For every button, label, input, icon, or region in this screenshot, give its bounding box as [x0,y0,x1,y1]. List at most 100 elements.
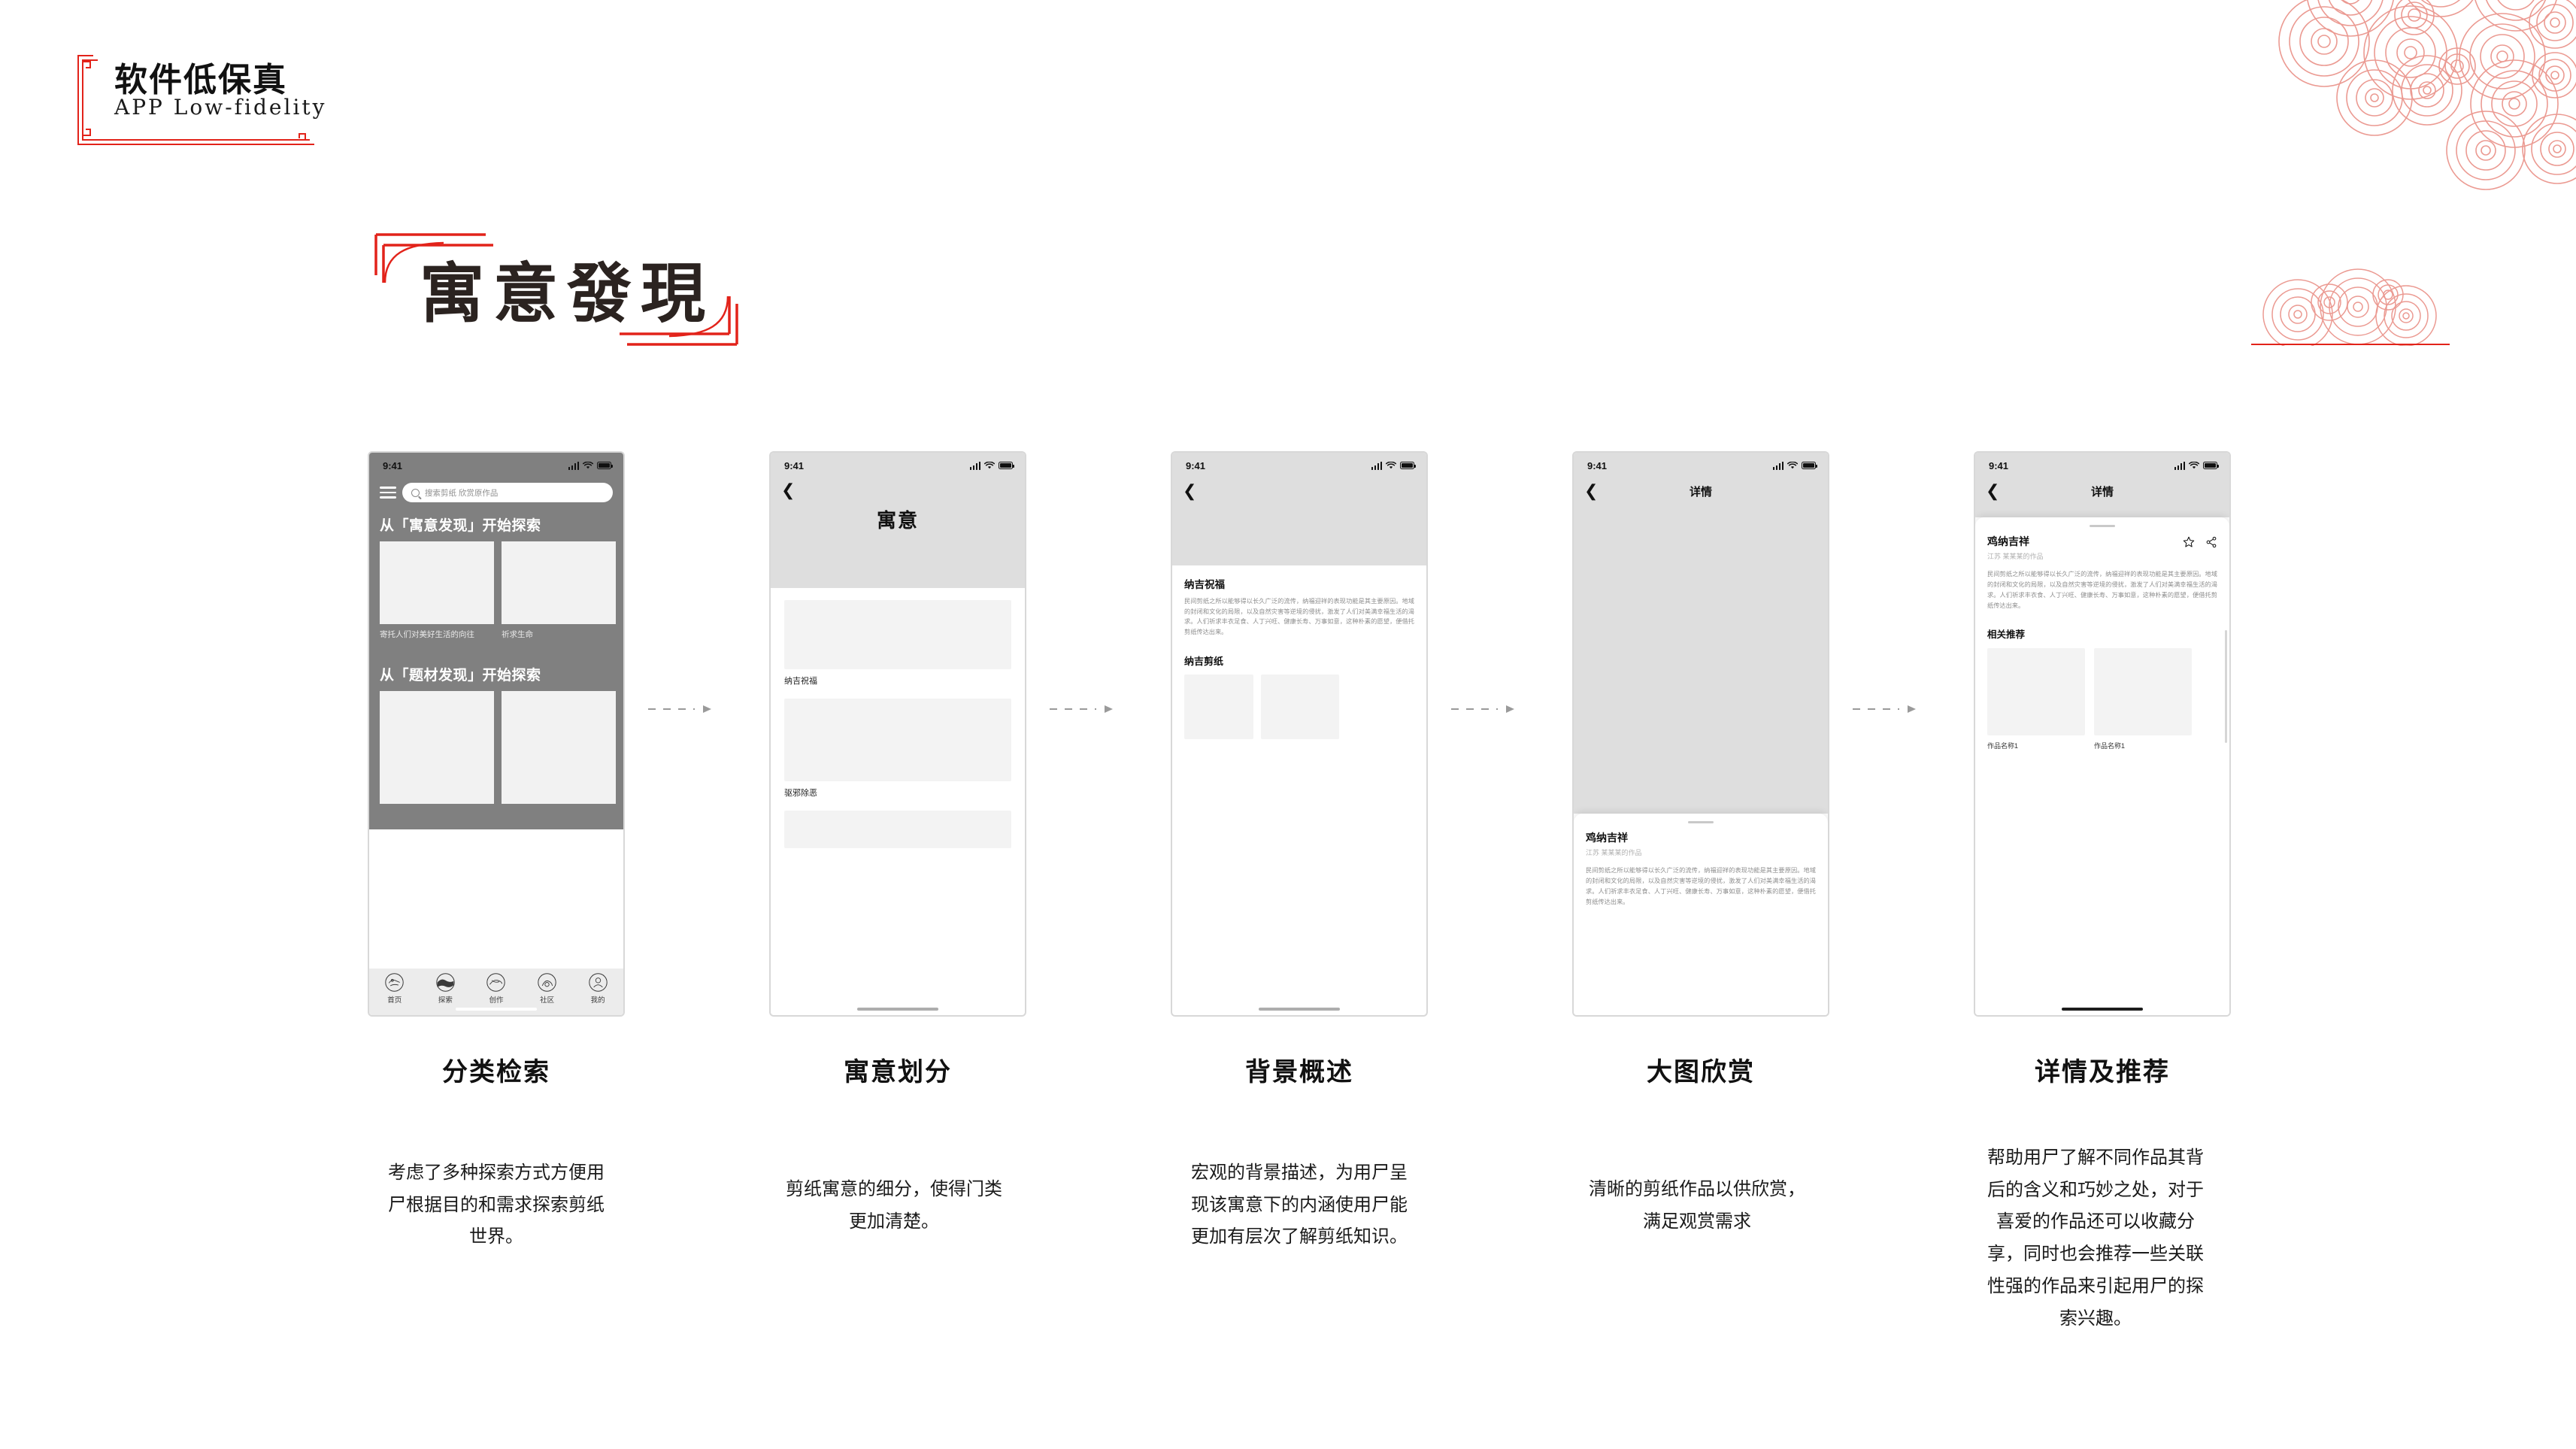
back-chevron-icon[interactable]: ❮ [1584,481,1599,500]
brand-logo: 软件低保真 APP Low-fidelity [72,51,324,149]
sheet-header: 鸡纳吉祥 江苏 某某某的作品 [1987,534,2217,561]
related-thumb[interactable] [1261,674,1339,740]
phone-mockup-4: 9:41 ❮ 详情 鸡纳吉祥 [1572,451,1829,1017]
tab-label: 社区 [540,996,555,1005]
favorite-icon[interactable] [2183,536,2195,548]
sheet-actions [2183,534,2217,548]
tab-home[interactable]: 首页 [373,972,417,1005]
phone-mockup-1: 9:41 搜索剪纸 欣赏原作品 从「寓意发现」开 [368,451,625,1017]
sheet-drag-handle[interactable] [2090,525,2115,528]
search-input[interactable]: 搜索剪纸 欣赏原作品 [402,483,613,502]
sheet-header: 鸡纳吉祥 江苏 某某某的作品 [1586,830,1816,857]
community-icon [538,973,556,992]
tab-create[interactable]: 创作 [474,972,518,1005]
search-placeholder: 搜索剪纸 欣赏原作品 [425,488,499,498]
phone-mockup-5: 9:41 ❮ 详情 鸡纳吉祥 [1974,451,2231,1017]
title-corner-ornament [374,233,738,346]
caption-desc-1: 考虑了多种探索方式方便用尸根据目的和需求探索剪纸世界。 [388,1162,605,1247]
home-indicator [456,1008,537,1011]
discover-card[interactable]: 寄托人们对美好生活的向往 [380,541,494,640]
flow-arrow-2 [1050,705,1113,713]
back-chevron-icon[interactable]: ❮ [781,480,796,499]
scrollbar[interactable] [2225,630,2227,743]
wifi-icon [984,461,995,468]
category-thumbnail [784,699,1011,781]
status-bar: 9:41 [369,453,623,478]
recommend-label: 作品名称1 [1987,742,2019,750]
battery-icon [2203,462,2220,469]
hamburger-menu-icon[interactable] [380,487,396,499]
artwork-description: 民间剪纸之所以能够得以长久广泛的流传，纳福迎祥的表现功能是其主要原因。地域的封闭… [1987,571,2217,610]
category-item[interactable]: 驱邪除恶 [784,699,1011,799]
recommend-row: 作品名称1 作品名称1 [1987,648,2217,750]
flow-arrow-4 [1853,705,1916,713]
recommend-label: 作品名称1 [2094,742,2126,750]
status-bar: 9:41 [1574,453,1828,478]
theme-card[interactable] [380,691,494,804]
category-item[interactable]: 纳吉祝福 [784,600,1011,687]
caption-desc-4: 清晰的剪纸作品以供欣赏，满足观赏需求 [1589,1178,1805,1232]
card-caption: 寄托人们对美好生活的向往 [380,630,474,639]
artwork-title: 鸡纳吉祥 [1987,535,2029,548]
phone-mockup-2: 9:41 ❮ 寓意 纳吉祝福 [769,451,1026,1017]
status-icons [2174,461,2220,470]
brand-title-en: APP Low-fidelity [114,95,327,120]
status-bar: 9:41 [1172,453,1426,478]
nav-bar: ❮ [771,478,1025,502]
section-heading-ticai: 从「题材发现」开始探索 [380,668,541,684]
detail-bottom-sheet[interactable]: 鸡纳吉祥 江苏 某某某的作品 民间剪纸之所以能够得以长久广泛的流传，纳福迎祥的表… [1574,814,1828,1015]
caption-desc-2: 剪纸寓意的细分，使得门类更加清楚。 [786,1178,1002,1232]
battery-icon [1802,462,1818,469]
tab-label: 首页 [387,996,402,1005]
category-thumbnail [784,600,1011,669]
theme-card[interactable] [502,691,616,804]
category-label: 纳吉祝福 [784,677,817,686]
artwork-image [1975,453,2229,517]
battery-icon [1400,462,1417,469]
status-time: 9:41 [383,459,403,471]
caption-desc-3: 宏观的背景描述，为用尸呈现该寓意下的内涵使用尸能更加有层次了解剪纸知识。 [1191,1162,1408,1247]
status-time: 9:41 [1587,459,1608,471]
back-chevron-icon[interactable]: ❮ [1986,481,2000,500]
tab-community[interactable]: 社区 [526,972,569,1005]
recommend-item[interactable]: 作品名称1 [2094,648,2192,750]
recommend-thumbnail [1987,648,2085,736]
signal-icon [969,461,980,470]
nav-bar: ❮ [1172,478,1426,504]
article-body: 纳吉祝福 民间剪纸之所以能够得以长久广泛的流传，纳福迎祥的表现功能是其主要原因。… [1172,565,1426,740]
ornament-circles-top-right [2260,0,2576,196]
brush-icon [486,973,506,992]
bottom-tab-bar: 首页 探索 创作 [369,969,623,1015]
tab-explore[interactable]: 探索 [423,972,467,1005]
home-indicator [857,1008,938,1011]
discover-card-row: 寄托人们对美好生活的向往 祈求生命 [369,541,623,640]
hero-title: 寓意 [876,509,919,532]
home-indicator [2062,1008,2143,1011]
page-title-block: 寓意發現 [353,218,759,361]
artwork-author: 江苏 某某某的作品 [1586,849,1642,857]
artwork-description: 民间剪纸之所以能够得以长久广泛的流传，纳福迎祥的表现功能是其主要原因。地域的封闭… [1586,867,1816,906]
home-icon [385,973,404,992]
nav-bar: ❮ 详情 [1574,478,1828,504]
recommend-item[interactable]: 作品名称1 [1987,648,2085,750]
nav-bar: ❮ 详情 [1975,478,2229,504]
back-chevron-icon[interactable]: ❮ [1183,481,1197,500]
related-thumb-row [1184,674,1414,740]
sheet-drag-handle[interactable] [1688,821,1714,824]
related-thumb[interactable] [1184,674,1253,740]
detail-bottom-sheet: 鸡纳吉祥 江苏 某某某的作品 民间剪纸之所以能够得以长久广泛的流传，纳福迎祥的表… [1975,517,2229,1015]
search-row: 搜索剪纸 欣赏原作品 [380,483,613,502]
card-thumbnail [380,541,494,624]
status-icons [969,461,1015,470]
article-title: 纳吉祝福 [1184,579,1225,590]
discover-card[interactable]: 祈求生命 [502,541,616,640]
category-thumbnail[interactable] [784,811,1011,848]
caption-title-5: 详情及推荐 [2035,1057,2170,1087]
caption-title-4: 大图欣赏 [1647,1057,1755,1087]
share-icon[interactable] [2205,536,2217,548]
article-paragraph: 民间剪纸之所以能够得以长久广泛的流传，纳福迎祥的表现功能是其主要原因。地域的封闭… [1184,598,1414,635]
status-icons [1772,461,1818,470]
card-caption: 祈求生命 [502,630,533,639]
tab-profile[interactable]: 我的 [576,972,620,1005]
home-indicator [1259,1008,1340,1011]
